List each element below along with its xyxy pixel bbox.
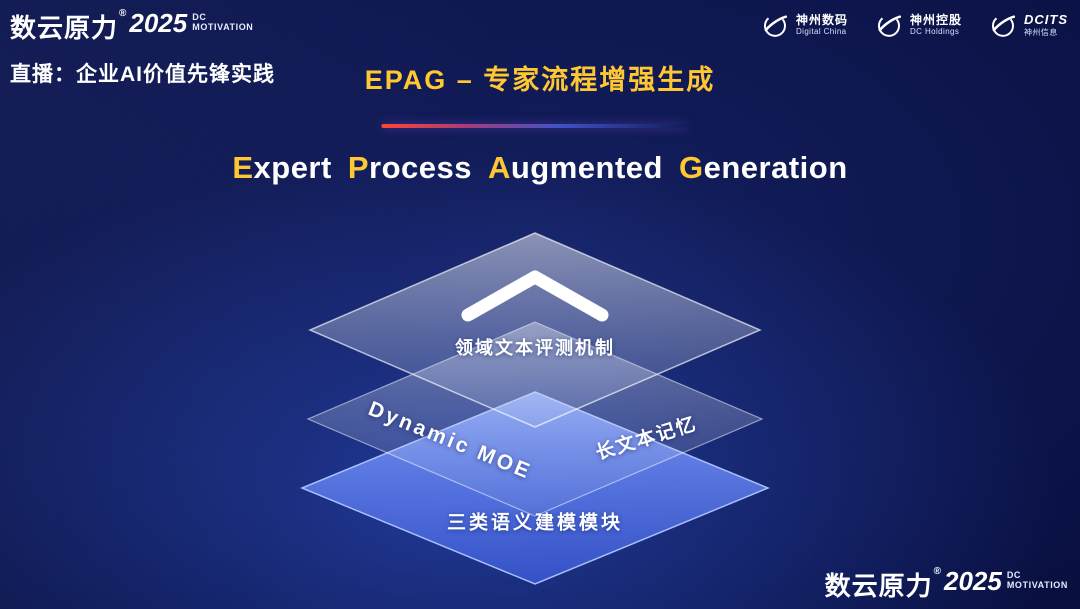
brand-year: 2025 bbox=[129, 8, 188, 38]
middle-layer-label-right: 长文本记忆 bbox=[593, 413, 700, 465]
subtitle: Expert Process Augmented Generation bbox=[0, 150, 1080, 186]
brand-tagline: DC MOTIVATION bbox=[192, 12, 253, 33]
middle-layer-label-left: Dynamic MOE bbox=[365, 397, 536, 484]
logo-dc-holdings: 神州控股 DC Holdings bbox=[874, 10, 962, 40]
logo-dcits: DCITS 神州信息 bbox=[988, 10, 1068, 40]
swoosh-icon bbox=[992, 14, 1016, 37]
brand-registered-mark: ® bbox=[933, 566, 941, 577]
brand-tag-line2: MOTIVATION bbox=[1006, 580, 1068, 591]
brand-tag-line1: DC bbox=[1006, 570, 1022, 580]
subtitle-word: Augmented bbox=[487, 150, 663, 185]
logo-label-cn: 神州控股 bbox=[909, 12, 962, 27]
brand-logo: 数云原力®2025 DC MOTIVATION bbox=[10, 8, 253, 45]
title-divider bbox=[381, 124, 687, 128]
subtitle-word: Generation bbox=[679, 150, 848, 185]
chevron-up-icon bbox=[461, 270, 609, 322]
logo-label-en: Digital China bbox=[795, 27, 847, 37]
brand-name: 数云原力 bbox=[824, 571, 933, 601]
brand-year: 2025 bbox=[943, 566, 1002, 596]
bottom-layer-label: 三类语义建模模块 bbox=[446, 512, 624, 534]
page-title: EPAG – 专家流程增强生成 bbox=[364, 65, 716, 95]
live-caption: 直播：企业AI价值先锋实践 bbox=[10, 63, 275, 86]
brand-tag-line2: MOTIVATION bbox=[192, 22, 254, 33]
logo-label-en: DC Holdings bbox=[909, 27, 960, 37]
subtitle-word: Expert bbox=[232, 150, 332, 185]
logo-label-en: DCITS bbox=[1024, 11, 1068, 27]
swoosh-icon bbox=[877, 14, 902, 37]
brand-name: 数云原力 bbox=[10, 13, 119, 43]
subtitle-word: Process bbox=[347, 150, 472, 185]
logo-label-cn: 神州信息 bbox=[1024, 27, 1058, 37]
logo-label-cn: 神州数码 bbox=[795, 12, 848, 27]
logo-digital-china: 神州数码 Digital China bbox=[760, 10, 848, 40]
brand-tag-line1: DC bbox=[192, 12, 207, 22]
partner-logos: 神州数码 Digital China 神州控股 DC Holdings DCIT… bbox=[760, 10, 1068, 40]
top-layer-label: 领域文本评测机制 bbox=[455, 338, 615, 358]
brand-registered-mark: ® bbox=[119, 8, 127, 19]
brand-tagline: DC MOTIVATION bbox=[1007, 570, 1068, 591]
swoosh-icon bbox=[763, 14, 788, 37]
footer-brand-logo: 数云原力®2025 DC MOTIVATION bbox=[825, 566, 1068, 603]
